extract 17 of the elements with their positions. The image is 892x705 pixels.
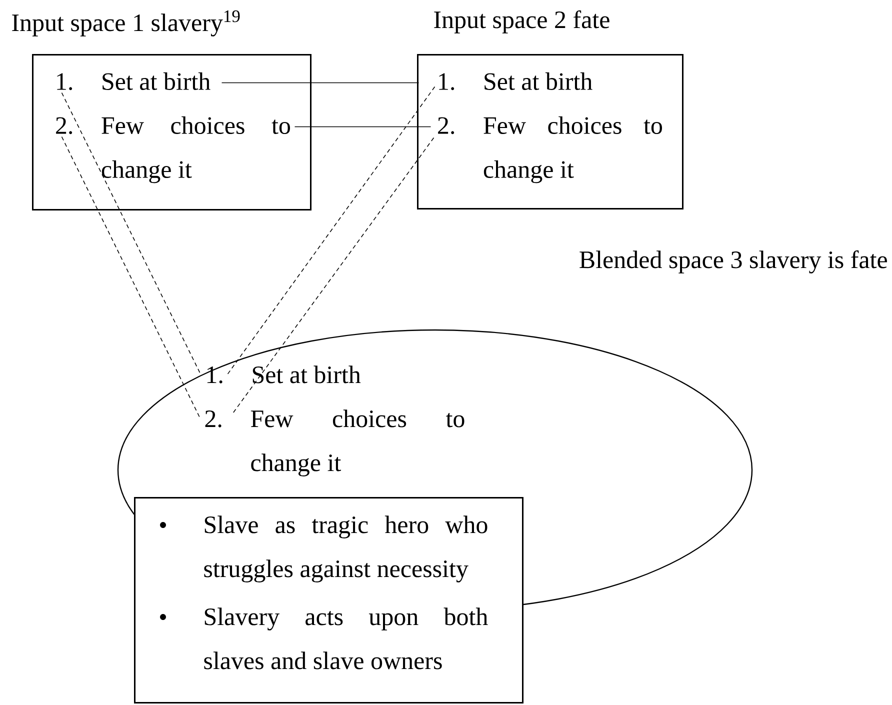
list-item: 1. Set at birth: [57, 72, 210, 90]
dashed-connector: [226, 86, 436, 376]
dashed-connector: [61, 92, 200, 374]
list-item: 1. Set at birth: [207, 366, 361, 384]
space-heading: Blended space 3 slavery is fate: [580, 250, 887, 274]
list-item: 2. Few choices to change it: [438, 116, 662, 184]
connector-line: [294, 126, 432, 128]
bullet-text: Slave as tragic hero who struggles against necessity: [204, 516, 488, 582]
list-item: 2. Few choices to change it: [205, 410, 464, 476]
list-item: 1. Set at birth: [439, 72, 592, 90]
dashed-connector: [61, 136, 200, 418]
dashed-connector: [232, 137, 434, 414]
space-heading: Input space 1 slavery$^{19}$: [12, 10, 240, 36]
connector-line: [221, 82, 420, 84]
list-item: 2. Few choices to change it: [56, 116, 290, 184]
space-heading: Input space 2 fate: [434, 10, 610, 34]
bullet-text: Slavery acts upon both slaves and slave owners: [204, 608, 488, 670]
